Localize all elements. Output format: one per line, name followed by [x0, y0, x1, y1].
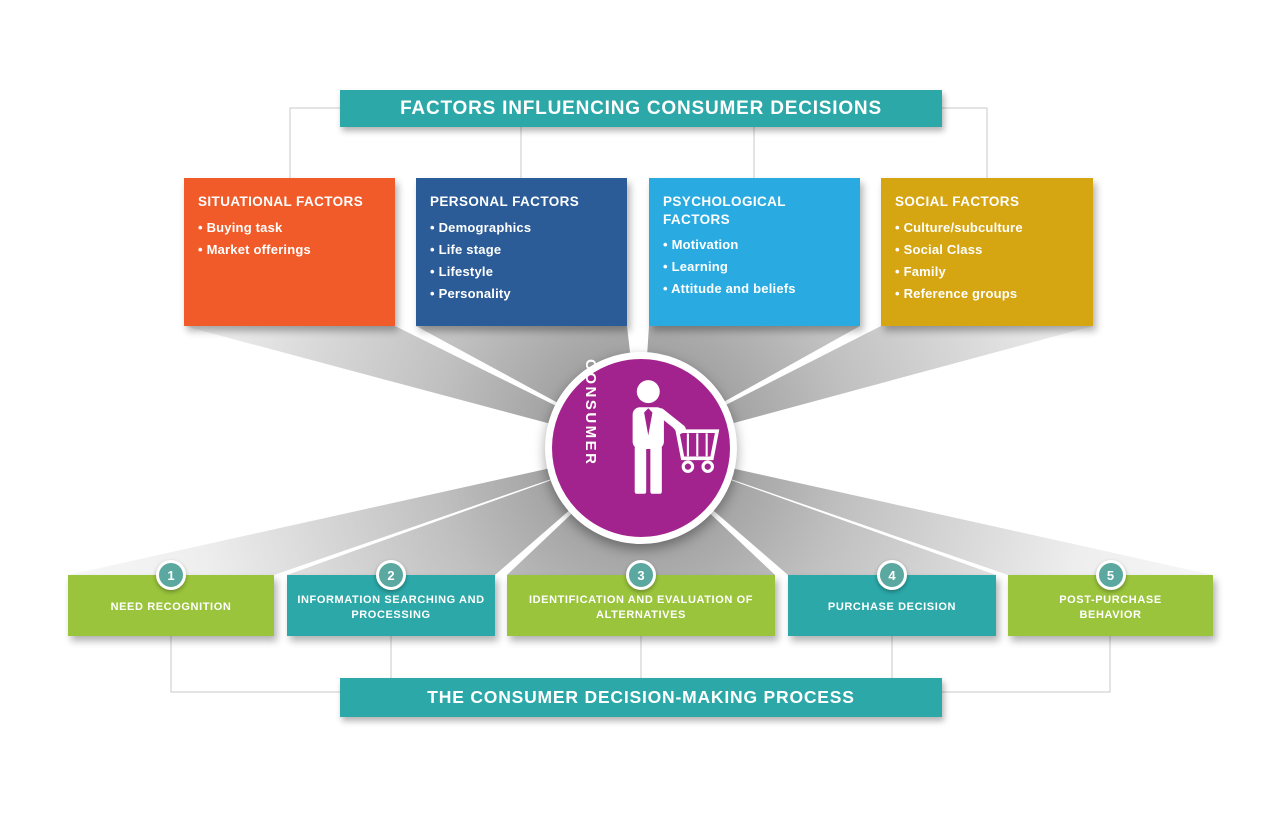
factor-item: Social Class	[895, 242, 1079, 257]
factor-box-psychological: PSYCHOLOGICAL FACTORS Motivation Learnin…	[649, 178, 860, 326]
step-need-recognition: 1 NEED RECOGNITION	[68, 560, 274, 636]
step-label: PURCHASE DECISION	[827, 601, 957, 614]
step-number-badge: 4	[877, 560, 907, 590]
factor-title: SOCIAL FACTORS	[895, 194, 1020, 209]
step-label: INFORMATION SEARCHING AND PROCESSING	[297, 593, 485, 621]
consumer-circle: CONSUMER	[545, 352, 737, 544]
factor-box-personal: PERSONAL FACTORS Demographics Life stage…	[416, 178, 627, 326]
step-identification-evaluation: 3 IDENTIFICATION AND EVALUATION OF ALTER…	[507, 560, 775, 636]
connector-lines	[170, 107, 1111, 693]
step-label: NEED RECOGNITION	[110, 601, 232, 614]
factor-item: Family	[895, 264, 1079, 279]
factor-item: Buying task	[198, 220, 381, 235]
factor-item: Culture/subculture	[895, 220, 1079, 235]
factor-item: Personality	[430, 286, 613, 301]
factor-item: Learning	[663, 259, 846, 274]
factor-item: Lifestyle	[430, 264, 613, 279]
bottom-banner: THE CONSUMER DECISION-MAKING PROCESS	[340, 678, 942, 717]
step-number-badge: 5	[1095, 560, 1126, 590]
factor-title: PERSONAL FACTORS	[430, 194, 580, 209]
factor-item: Motivation	[663, 237, 846, 252]
step-number-badge: 3	[626, 560, 656, 590]
factor-box-situational: SITUATIONAL FACTORS Buying task Market o…	[184, 178, 395, 326]
factor-item: Demographics	[430, 220, 613, 235]
factor-item: Life stage	[430, 242, 613, 257]
factor-title: PSYCHOLOGICAL FACTORS	[663, 194, 786, 227]
step-information-searching: 2 INFORMATION SEARCHING AND PROCESSING	[287, 560, 495, 636]
step-number-badge: 2	[376, 560, 406, 590]
step-label: POST-PURCHASE BEHAVIOR	[1059, 593, 1162, 621]
factor-box-social: SOCIAL FACTORS Culture/subculture Social…	[881, 178, 1093, 326]
factor-item: Reference groups	[895, 286, 1079, 301]
consumer-label: CONSUMER	[582, 359, 599, 467]
step-purchase-decision: 4 PURCHASE DECISION	[788, 560, 996, 636]
shopper-with-cart-icon	[632, 380, 720, 494]
factor-item: Attitude and beliefs	[663, 281, 846, 296]
step-number-badge: 1	[156, 560, 186, 590]
top-banner: FACTORS INFLUENCING CONSUMER DECISIONS	[340, 90, 942, 127]
step-post-purchase-behavior: 5 POST-PURCHASE BEHAVIOR	[1008, 560, 1213, 636]
factor-title: SITUATIONAL FACTORS	[198, 194, 364, 209]
factor-item: Market offerings	[198, 242, 381, 257]
step-label: IDENTIFICATION AND EVALUATION OF ALTERNA…	[528, 593, 754, 621]
